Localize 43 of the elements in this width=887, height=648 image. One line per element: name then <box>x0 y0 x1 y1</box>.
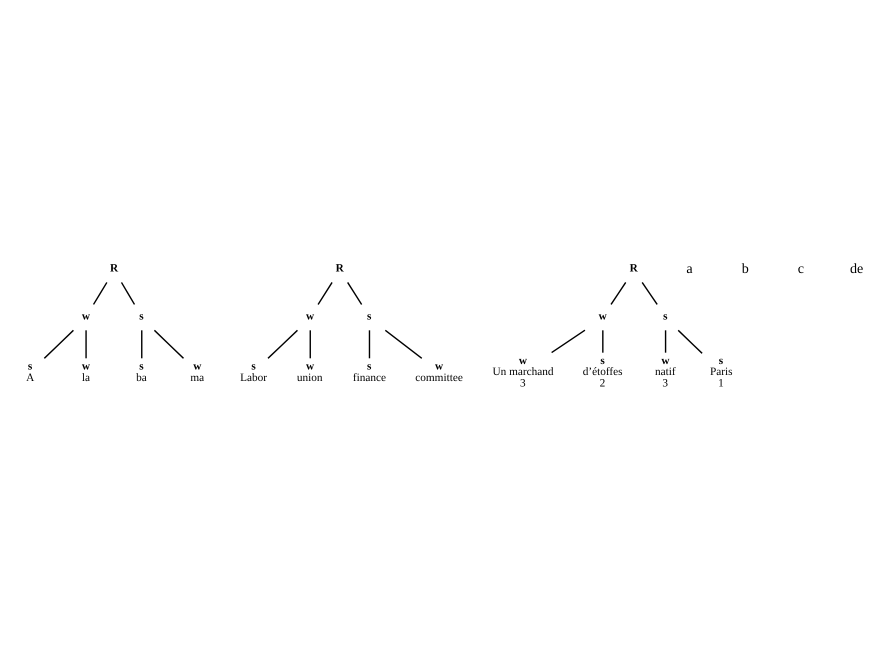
node-text: s <box>139 310 144 322</box>
node-text: w Un marchand 3 <box>492 354 554 389</box>
connector <box>154 329 184 358</box>
connector <box>44 329 74 358</box>
node-text: w <box>82 310 90 322</box>
connector <box>120 282 136 304</box>
connector <box>551 329 586 353</box>
connector <box>347 282 362 304</box>
node-text: w la <box>82 360 90 384</box>
connector <box>602 330 604 352</box>
node-text: s <box>367 310 372 322</box>
label: a <box>686 260 693 277</box>
connector <box>92 282 108 304</box>
node-text: s A <box>26 360 34 384</box>
connector <box>368 330 370 358</box>
connector <box>310 330 311 358</box>
label: c <box>798 260 804 277</box>
connector <box>384 329 422 358</box>
label: de <box>850 260 864 277</box>
connector <box>678 329 703 354</box>
connector <box>318 282 333 304</box>
node-text: w natif 3 <box>655 354 676 389</box>
node-text: w committee <box>415 360 463 384</box>
node-text: R <box>110 262 118 274</box>
connector <box>141 330 142 358</box>
node-text: w <box>306 310 314 322</box>
connector <box>610 282 626 304</box>
label: b <box>742 260 749 277</box>
node-text: s <box>663 310 668 322</box>
node-text: w <box>598 310 607 322</box>
node-text: w union <box>296 360 323 384</box>
node-text: s finance <box>352 360 386 384</box>
node-text: s Paris 1 <box>710 354 733 389</box>
node-text: R <box>336 262 344 274</box>
connector <box>642 282 658 304</box>
connector <box>664 330 666 352</box>
connector <box>268 329 298 358</box>
node-text: s d’étoffes 2 <box>582 354 623 389</box>
node-text: R <box>630 262 638 274</box>
connector <box>85 330 87 358</box>
node-text: s Labor <box>240 360 268 384</box>
node-text: w ma <box>190 360 204 384</box>
node-text: s ba <box>136 360 147 384</box>
